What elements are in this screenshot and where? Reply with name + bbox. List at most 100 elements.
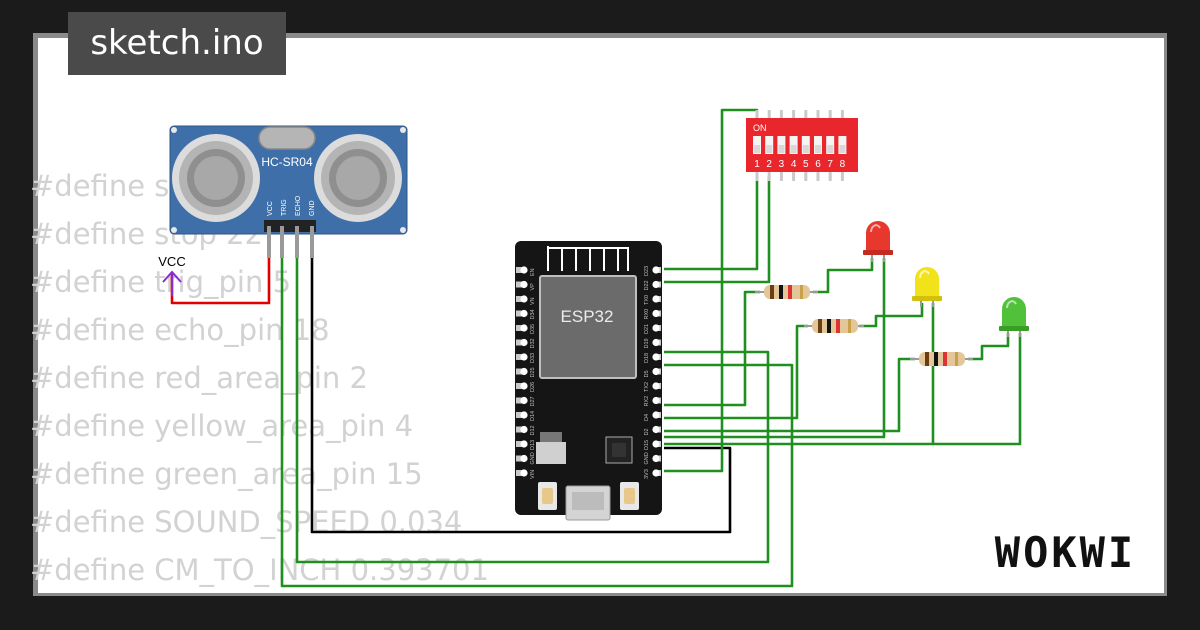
board-pin[interactable] [520,440,528,448]
board-pin-label-left: D26 [530,382,536,392]
code-line: #define SOUND_SPEED 0.034 [30,505,463,539]
board-pin-label-left: D25 [530,367,536,377]
board-pin-label-right: D15 [644,440,650,450]
wire-yellow-res-green [664,324,808,420]
board-pin-label-left: VIN [530,470,536,479]
resistor-red[interactable] [755,285,818,299]
voltage-regulator [536,432,566,464]
wokwi-logo: WOKWI [994,528,1137,577]
board-pin-label-left: D14 [530,411,536,421]
led-green[interactable] [999,297,1029,337]
board-pin[interactable] [520,454,528,463]
board-pin-label-right: RX2 [644,396,650,407]
code-line: #define red_area_pin 2 [30,361,368,395]
board-pin[interactable] [652,440,660,448]
sensor-pin-gnd-label: GND [309,200,316,216]
board-pin-label-right: RX0 [644,309,650,320]
board-pin[interactable] [652,425,660,434]
boot-button[interactable] [620,482,639,510]
vcc-label: VCC [158,254,185,269]
file-name-tab[interactable]: sketch.ino [68,12,286,75]
board-pin[interactable] [520,295,528,303]
led-red[interactable] [863,221,893,262]
dip-number-label: 8 [840,159,846,170]
antenna-trace [547,246,629,271]
wire-red-res-green [664,290,760,407]
board-pin[interactable] [652,280,660,289]
wire-red-led-anode [813,258,874,294]
board-pin[interactable] [652,454,660,463]
resistor-green[interactable] [910,352,973,366]
board-pin[interactable] [652,353,660,361]
transducer-right [314,134,402,222]
dip-number-label: 5 [803,159,809,170]
wire-vcc-red [170,233,271,305]
board-pin[interactable] [652,367,660,376]
dip-number-label: 4 [791,159,797,170]
board-pin-label-left: VP [530,283,536,291]
board-pin[interactable] [652,382,660,390]
sensor-pin-echo-label: ECHO [295,195,302,216]
board-pin-label-left: D12 [530,425,536,435]
board-pin[interactable] [520,367,528,376]
dip-on-label: ON [753,123,767,133]
transducer-left [172,134,260,222]
wire-dip2-green [664,176,771,284]
led-yellow[interactable] [912,267,942,307]
board-pin-label-left: D33 [530,353,536,363]
dip-number-label: 3 [779,159,785,170]
board-pin-label-right: TX2 [644,382,650,392]
board-pin[interactable] [652,411,660,419]
board-pin-label-right: D18 [644,353,650,363]
wire-green-led-cathode [933,333,1022,446]
board-pin-label-right: TX0 [644,295,650,305]
board-pin-label-right: D23 [644,266,650,276]
board-pin-label-right: D5 [644,370,650,377]
board-pin[interactable] [520,411,528,419]
resistor-yellow[interactable] [804,319,864,333]
dip-number-label: 1 [754,159,760,170]
board-pin-label-left: GND [530,452,536,464]
board-pin[interactable] [652,324,660,332]
board-pin[interactable] [652,266,660,274]
board-pin[interactable] [520,396,528,405]
sensor-pin-vcc-label: VCC [267,201,274,216]
ultrasonic-sensor[interactable]: HC-SR04 VCC TRIG ECHO GND [169,125,408,258]
board-pin[interactable] [520,280,528,289]
sensor-pin-trig-label: TRIG [281,199,288,216]
wires [170,108,1022,588]
board-pin[interactable] [520,309,528,318]
board-pin[interactable] [652,295,660,303]
code-line: #define green_area_pin 15 [30,457,423,491]
board-pin[interactable] [520,324,528,332]
board-pin-label-left: D32 [530,338,536,348]
board-pin-label-right: D19 [644,338,650,348]
board-pin-label-right: D2 [644,428,650,435]
board-pin-label-right: D4 [644,414,650,421]
board-pin-label-left: VN [530,297,536,305]
wire-green-led-anode [968,333,1010,361]
board-pin[interactable] [520,353,528,361]
board-pin-label-left: D35 [530,324,536,334]
board-pin[interactable] [652,469,660,477]
board-pin[interactable] [652,338,660,347]
wire-yellow-led-anode [859,303,924,328]
wire-red-led-cathode [664,258,886,439]
wire-dip1-green [664,176,759,271]
board-pin-label-right: D21 [644,324,650,334]
code-line: #define yellow_area_pin 4 [30,409,414,443]
board-pin-label-left: D34 [530,309,536,319]
dip-number-label: 7 [827,159,833,170]
board-pin[interactable] [520,469,528,477]
board-pin[interactable] [652,396,660,405]
board-pin-label-right: 3V3 [644,469,650,479]
board-pin[interactable] [520,338,528,347]
board-pin[interactable] [520,425,528,434]
board-pin[interactable] [652,309,660,318]
board-pin[interactable] [520,266,528,274]
en-button[interactable] [538,482,557,510]
board-pin[interactable] [520,382,528,390]
